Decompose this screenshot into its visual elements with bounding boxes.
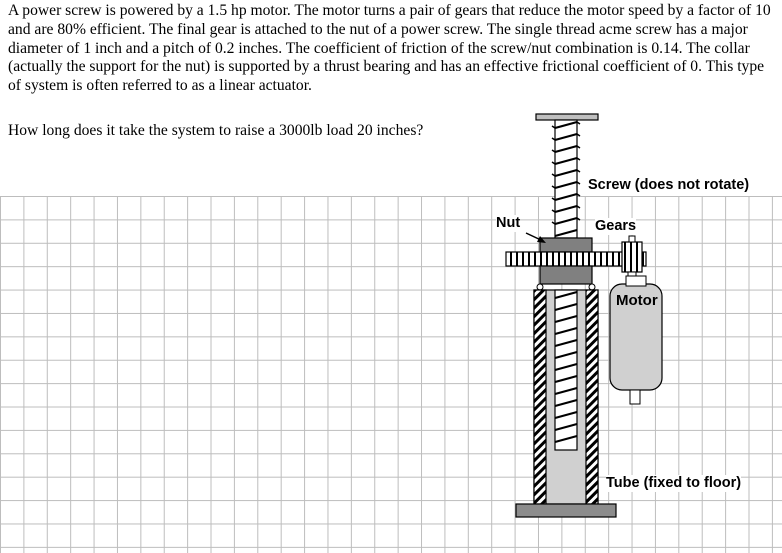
- problem-question: How long does it take the system to rais…: [8, 122, 424, 139]
- screw-lower: [554, 289, 578, 451]
- screw-label: Screw (does not rotate): [588, 177, 750, 194]
- nut: [539, 237, 593, 253]
- motor-gear: [621, 241, 643, 273]
- problem-statement: A power screw is powered by a 1.5 hp mot…: [8, 2, 771, 95]
- tube-label: Tube (fixed to floor): [606, 475, 742, 492]
- motor: [609, 275, 663, 405]
- floor-base: [515, 503, 617, 518]
- screw-upper: [551, 119, 581, 239]
- motor-label: Motor: [616, 292, 658, 309]
- nut-label: Nut: [496, 215, 521, 232]
- gears-label: Gears: [595, 218, 637, 235]
- screw-top-cap: [535, 113, 599, 121]
- nut-housing: [539, 265, 593, 285]
